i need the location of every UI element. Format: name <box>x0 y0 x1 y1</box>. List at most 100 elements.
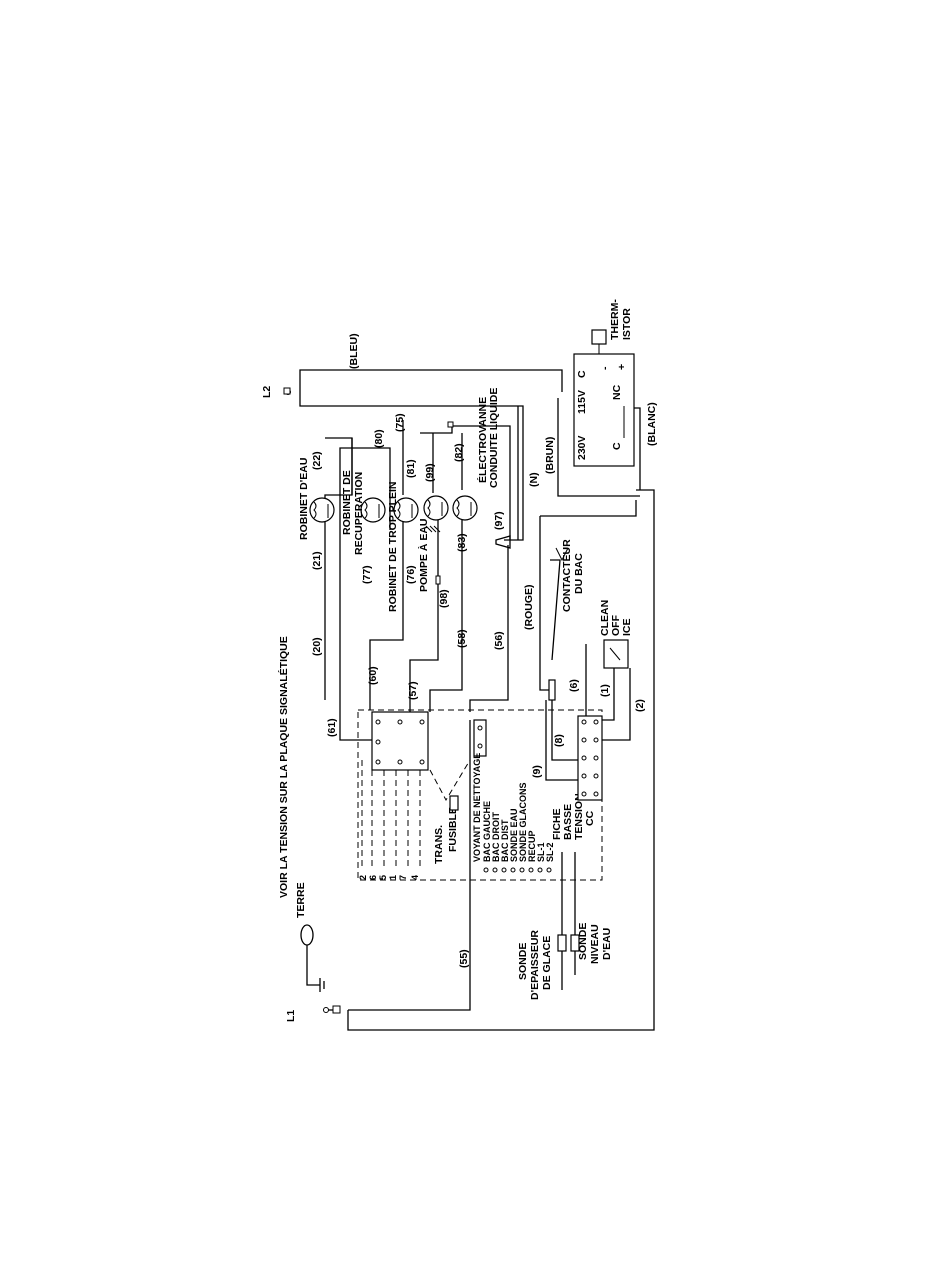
motor-pompe <box>423 495 449 533</box>
pin-4: 4 <box>410 875 420 880</box>
wire-contactor <box>551 690 580 761</box>
wire-label-81: (81) <box>405 459 417 478</box>
board-outline <box>357 709 603 881</box>
inline-resistor-icon <box>435 575 441 585</box>
wire-label-75: (75) <box>394 413 406 432</box>
wire-label-21: (21) <box>311 551 323 570</box>
wire-l2-top <box>299 392 524 541</box>
board-label-sonde-glacons: SONDE GLACONS <box>518 782 528 862</box>
l1-label: L1 <box>285 1010 297 1022</box>
wire-label-83: (83) <box>456 533 468 552</box>
wire-label-20: (20) <box>311 637 323 656</box>
label-sonde-niv-1: SONDE <box>577 923 589 960</box>
ground-icon <box>300 924 314 946</box>
probe-ice-icon <box>557 934 567 952</box>
wire-label-77: (77) <box>361 565 373 584</box>
label-bleu: (BLEU) <box>348 333 360 369</box>
switch-clean: CLEAN <box>599 600 611 636</box>
board-label-bac-droit: BAC DROIT <box>491 812 501 862</box>
wire-label-99: (99) <box>424 463 436 482</box>
board-label-bac-dist: BAC DIST <box>500 819 510 862</box>
ground-lead <box>306 945 325 992</box>
wire-label-60: (60) <box>367 666 379 685</box>
label-trans: TRANS. <box>433 825 445 864</box>
relay-plus: + <box>616 364 628 370</box>
label-fiche-3: TENSION <box>573 793 585 840</box>
board-label-recup: RECUP <box>527 830 537 862</box>
label-electrovanne-1: ÉLECTROVANNE <box>476 397 489 483</box>
board-label-sl1: SL-1 <box>536 842 546 862</box>
coil-robinet-eau <box>309 497 335 523</box>
label-robinet-eau: ROBINET D'EAU <box>298 458 310 540</box>
pin-7: 7 <box>398 875 408 880</box>
wire-label-76: (76) <box>405 565 417 584</box>
label-fusible: FUSIBLE <box>447 807 459 852</box>
contactor-arrow-icon <box>555 547 569 562</box>
label-sonde-ep-3: DE GLACE <box>541 936 553 990</box>
wire-label-56: (56) <box>493 631 505 650</box>
label-rouge: (ROUGE) <box>523 585 535 631</box>
wire-label-1: (1) <box>599 684 611 697</box>
pin-2: 2 <box>358 875 368 880</box>
label-trop-plein: ROBINET DE TROP PLEIN <box>387 482 399 613</box>
switch-lever <box>609 647 621 661</box>
pin-1: 1 <box>388 875 398 880</box>
label-electrovanne-2: CONDUITE LIQUIDE <box>488 388 500 488</box>
board-label-sonde-eau: SONDE EAU <box>509 808 519 862</box>
relay-115: 115V <box>576 390 588 414</box>
label-sonde-niv-2: NIVEAU <box>589 924 601 964</box>
relay-nc: NC <box>611 384 623 400</box>
label-fiche-2: BASSE <box>562 804 574 840</box>
probe-leads <box>561 852 576 935</box>
label-sonde-niv-3: D'EAU <box>601 928 613 960</box>
label-sonde-ep-2: D'EPAISSEUR <box>529 930 541 1000</box>
wire-8 <box>545 700 580 781</box>
lower-terminals <box>581 719 599 797</box>
wire-label-22: (22) <box>311 451 323 470</box>
wire-rouge-2 <box>539 516 550 691</box>
relay-c-bottom: C <box>611 442 623 450</box>
l2-node <box>283 387 291 395</box>
wire-label-2: (2) <box>634 699 646 712</box>
contacteur-bac: CONTACTEUR DU BAC <box>548 539 585 701</box>
pin-5: 5 <box>378 875 388 880</box>
selector-switch: CLEAN OFF ICE <box>599 600 633 669</box>
junction-node <box>447 421 454 428</box>
label-voyant: VOYANT DE NETTOYAGE <box>472 753 482 862</box>
probes: SONDE D'EPAISSEUR DE GLACE SONDE NIVEAU … <box>517 852 613 1000</box>
board-pin-circles <box>483 867 552 873</box>
wire-58 <box>429 520 463 712</box>
switch-off: OFF <box>610 614 622 636</box>
thermistor-label-1: THERM- <box>609 299 621 340</box>
upper-terminals <box>375 719 425 765</box>
label-pompe: POMPE À EAU <box>417 518 430 592</box>
contactor-terminal <box>548 679 556 701</box>
wire-label-82: (82) <box>453 443 465 462</box>
coil-trop-plein <box>393 497 419 523</box>
label-blanc: (BLANC) <box>646 402 658 446</box>
wire-1 <box>600 668 615 721</box>
wire-number-labels: (20) (21) (22) (60) (61) (77) (80) (75) … <box>311 413 646 968</box>
wire-60 <box>339 447 391 628</box>
wire-label-8: (8) <box>553 734 565 747</box>
thermistor: THERM- ISTOR <box>591 299 633 354</box>
voyant-indicator <box>473 719 487 757</box>
wire-56 <box>469 545 509 712</box>
relay-block: C 115V 230V - + NC C <box>573 353 635 467</box>
wire-76 <box>369 510 404 710</box>
label-fiche-1: FICHE <box>551 809 563 841</box>
switch-ice: ICE <box>621 618 633 636</box>
wire-label-57: (57) <box>407 681 419 700</box>
wire-label-80: (80) <box>373 429 385 448</box>
label-contacteur-1: CONTACTEUR <box>561 539 573 612</box>
board-relay-wiring <box>429 759 471 802</box>
wire-55 <box>348 720 471 1011</box>
wire-label-61: (61) <box>326 718 338 737</box>
ground-symbol: TERRE <box>295 882 325 992</box>
coil-robinet-recup <box>360 497 386 523</box>
label-robinet-recup-2: RECUPERATION <box>353 472 365 555</box>
switch-box <box>603 639 629 669</box>
board-label-sl2: SL-2 <box>545 842 555 862</box>
label-fiche-4: CC <box>584 810 596 826</box>
